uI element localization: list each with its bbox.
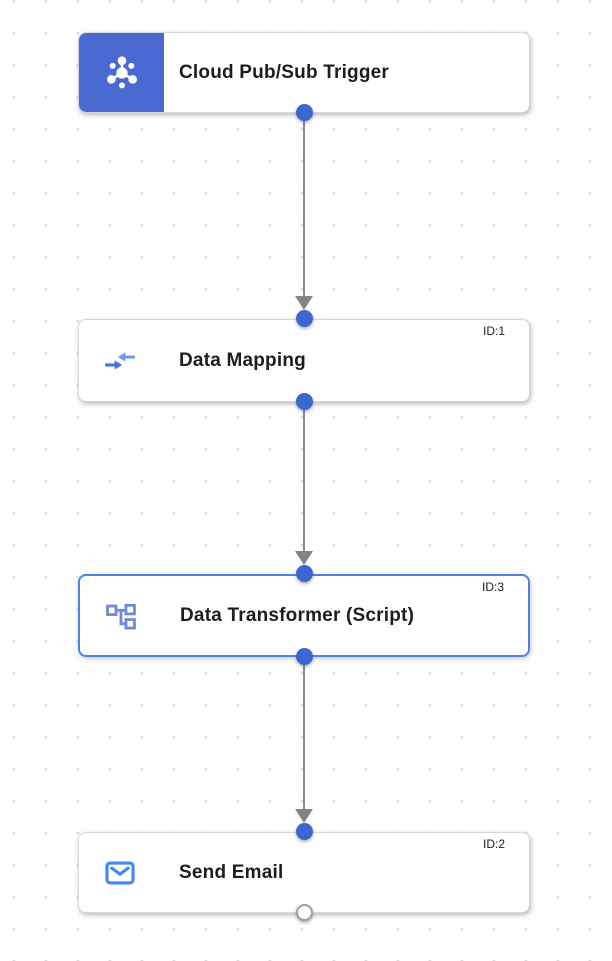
unconnected-output-port[interactable] bbox=[296, 904, 313, 921]
edge-arrowhead-icon bbox=[295, 296, 313, 310]
input-port[interactable] bbox=[296, 310, 313, 327]
node-title: Data Mapping bbox=[179, 349, 306, 371]
node-cloud-pubsub-trigger[interactable]: Cloud Pub/Sub Trigger bbox=[78, 32, 530, 113]
node-id-badge: ID:3 bbox=[481, 580, 504, 594]
edge-arrowhead-icon bbox=[295, 809, 313, 823]
node-title: Data Transformer (Script) bbox=[180, 604, 415, 626]
data-mapping-icon bbox=[105, 351, 135, 369]
send-email-icon bbox=[105, 861, 135, 884]
trigger-icon-block bbox=[79, 33, 164, 112]
node-title: Cloud Pub/Sub Trigger bbox=[179, 61, 390, 83]
node-id-badge: ID:1 bbox=[482, 324, 505, 338]
node-data-mapping[interactable]: Data Mapping ID:1 bbox=[78, 319, 530, 402]
edge-mapping-to-transformer bbox=[303, 402, 305, 553]
node-send-email[interactable]: Send Email ID:2 bbox=[78, 832, 530, 913]
input-port[interactable] bbox=[296, 823, 313, 840]
data-transformer-icon bbox=[106, 603, 136, 629]
input-port[interactable] bbox=[296, 565, 313, 582]
output-port[interactable] bbox=[296, 648, 313, 665]
node-title: Send Email bbox=[179, 861, 284, 883]
node-data-transformer[interactable]: Data Transformer (Script) ID:3 bbox=[78, 574, 530, 657]
edge-transformer-to-email bbox=[303, 657, 305, 811]
cloud-pubsub-icon bbox=[106, 55, 137, 88]
node-id-badge: ID:2 bbox=[482, 837, 505, 851]
edge-arrowhead-icon bbox=[295, 551, 313, 565]
output-port[interactable] bbox=[296, 393, 313, 410]
output-port[interactable] bbox=[296, 104, 313, 121]
edge-trigger-to-mapping bbox=[303, 113, 305, 298]
